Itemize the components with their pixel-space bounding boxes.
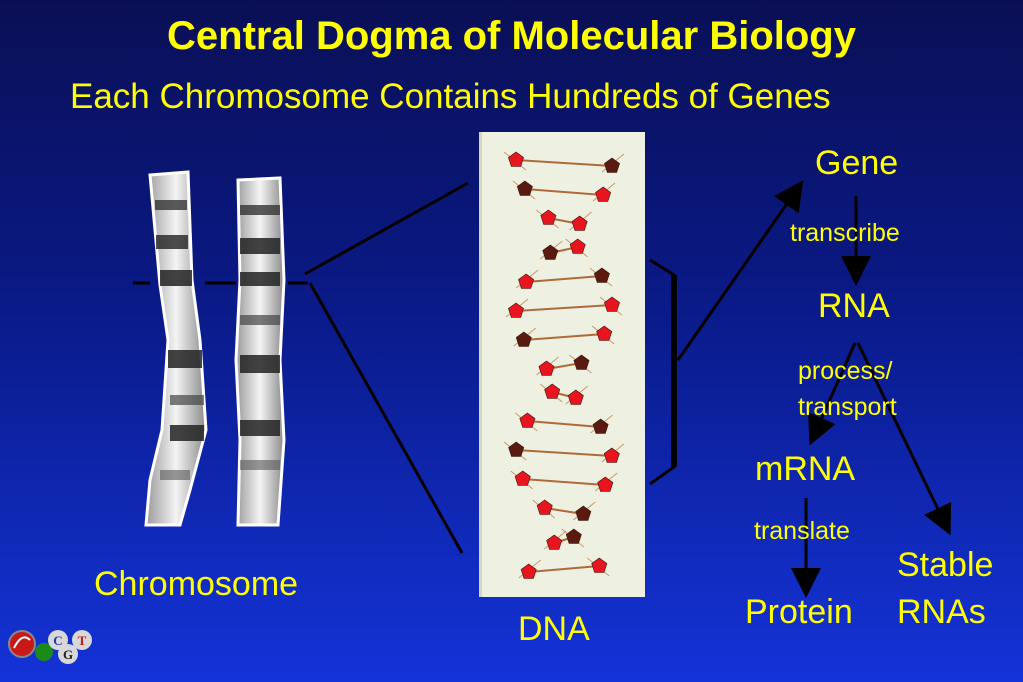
- logo-letter-g: G: [63, 647, 73, 662]
- sugar-pentagon: [516, 180, 533, 196]
- base-pair-rung: [516, 449, 612, 457]
- sugar-pentagon: [544, 383, 561, 399]
- protein-label: Protein: [745, 593, 853, 631]
- cgt-logo-icon: C G T: [8, 630, 92, 664]
- stable-rna-arrow: [856, 342, 952, 536]
- dna-helix-image: [479, 132, 645, 597]
- base-pair-rung: [523, 333, 605, 341]
- sugar-pentagon: [508, 302, 524, 318]
- process-label-line1: process/: [798, 357, 893, 385]
- translate-label: translate: [754, 517, 850, 545]
- sugar-pentagon: [597, 476, 614, 492]
- gene-label: Gene: [815, 144, 899, 182]
- sugar-pentagon: [508, 441, 525, 457]
- logo-letter-c: C: [53, 633, 62, 648]
- sugar-pentagon: [567, 389, 584, 405]
- sugar-pentagon: [542, 244, 559, 260]
- slide-subtitle: Each Chromosome Contains Hundreds of Gen…: [70, 77, 831, 116]
- rna-label: RNA: [818, 287, 890, 325]
- sugar-pentagon: [596, 325, 613, 341]
- base-pair-rung: [515, 159, 613, 167]
- sugar-pentagon: [604, 296, 620, 312]
- base-pair-rung: [526, 275, 602, 283]
- dna-helix-drawing: [503, 151, 625, 579]
- sugar-pentagon: [565, 528, 582, 544]
- gene-bracket: [649, 258, 676, 486]
- sugar-pentagon: [603, 447, 620, 463]
- base-pair-rung: [524, 188, 604, 196]
- sugar-pentagon: [573, 354, 590, 370]
- sugar-pentagon: [591, 557, 608, 573]
- sugar-pentagon: [536, 499, 553, 515]
- sugar-pentagon: [518, 273, 535, 289]
- chromosome-label: Chromosome: [94, 565, 299, 603]
- logo-letter-t: T: [78, 633, 87, 648]
- base-pair-rung: [515, 304, 613, 312]
- sugar-pentagon: [569, 238, 586, 254]
- slide-title: Central Dogma of Molecular Biology: [167, 14, 856, 58]
- base-pair-rung: [528, 565, 600, 573]
- base-pair-rung: [522, 478, 606, 486]
- chromatid-left: [144, 170, 208, 527]
- sugar-pentagon: [592, 418, 609, 434]
- sugar-pentagon: [508, 151, 524, 167]
- gene-pointer-arrow: [676, 180, 804, 361]
- transcribe-label: transcribe: [790, 219, 900, 247]
- sugar-pentagon: [546, 534, 563, 550]
- sugar-pentagon: [575, 505, 592, 521]
- stable-rnas-label-line1: Stable: [897, 546, 994, 584]
- zoom-line-bottom: [308, 282, 464, 554]
- sugar-pentagon: [540, 209, 557, 225]
- chromatid-right: [234, 176, 286, 527]
- dna-label: DNA: [518, 610, 590, 648]
- base-pair-rung: [527, 420, 601, 428]
- process-label-line2: transport: [798, 393, 897, 421]
- sugar-pentagon: [595, 186, 612, 202]
- sugar-pentagon: [514, 470, 531, 486]
- mrna-label: mRNA: [755, 450, 856, 488]
- sugar-pentagon: [538, 360, 555, 376]
- sugar-pentagon: [593, 267, 610, 283]
- process-arrow: [808, 342, 857, 446]
- sugar-pentagon: [519, 412, 536, 428]
- stable-rnas-label-line2: RNAs: [897, 593, 986, 631]
- zoom-line-top: [304, 181, 469, 276]
- sugar-pentagon: [604, 157, 620, 173]
- sugar-pentagon: [571, 215, 588, 231]
- sugar-pentagon: [520, 563, 537, 579]
- sugar-pentagon: [515, 331, 532, 347]
